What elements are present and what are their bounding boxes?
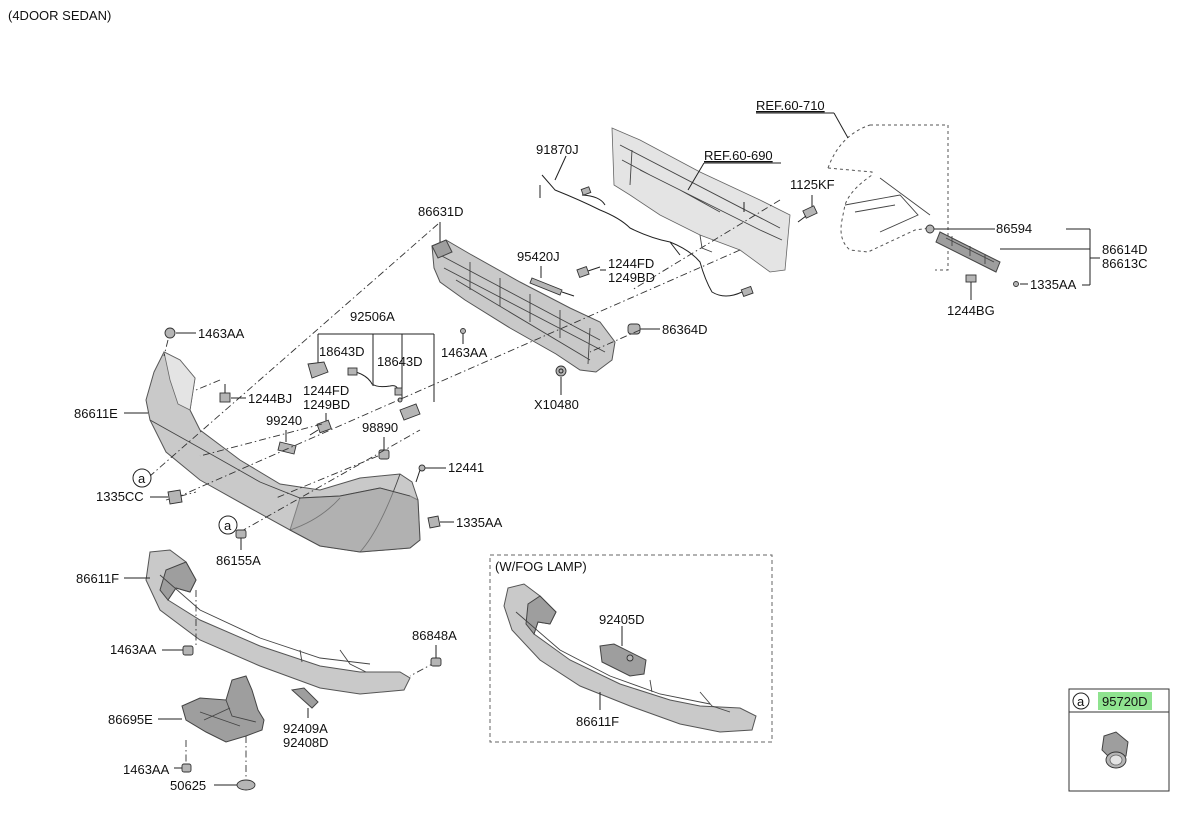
label-99240[interactable]: 99240 bbox=[266, 413, 302, 428]
quarter-panel-outline bbox=[827, 124, 949, 271]
label-91870J[interactable]: 91870J bbox=[536, 142, 579, 157]
label-1463AA-lower[interactable]: 1463AA bbox=[123, 762, 170, 777]
label-1463AA-skirt[interactable]: 1463AA bbox=[110, 642, 157, 657]
label-86611F-main[interactable]: 86611F bbox=[76, 571, 119, 586]
label-1335AA-upper[interactable]: 1335AA bbox=[1030, 277, 1077, 292]
lower-skirt-86611F bbox=[145, 549, 411, 695]
clip-98890 bbox=[378, 449, 390, 460]
label-86364D[interactable]: 86364D bbox=[662, 322, 708, 337]
ref-60-710-label[interactable]: REF.60-710 bbox=[756, 98, 825, 113]
screw-12441 bbox=[415, 464, 426, 483]
label-86631D[interactable]: 86631D bbox=[418, 204, 464, 219]
label-86611E[interactable]: 86611E bbox=[74, 406, 118, 421]
label-18643D-right[interactable]: 18643D bbox=[377, 354, 423, 369]
ref-60-690-label[interactable]: REF.60-690 bbox=[704, 148, 773, 163]
label-86594[interactable]: 86594 bbox=[996, 221, 1032, 236]
label-86611F-fog[interactable]: 86611F bbox=[576, 714, 619, 729]
clip-1463AA-skirt bbox=[182, 645, 194, 656]
label-18643D-left[interactable]: 18643D bbox=[319, 344, 365, 359]
clip-50625 bbox=[236, 779, 256, 791]
undercover-86695E bbox=[181, 675, 265, 743]
clip-1335CC bbox=[167, 489, 183, 505]
label-86848A[interactable]: 86848A bbox=[412, 628, 457, 643]
svg-text:a: a bbox=[1077, 694, 1085, 709]
parking-sensor-95720D bbox=[1101, 731, 1129, 769]
legend-part-number[interactable]: 95720D bbox=[1102, 694, 1148, 709]
label-1249BD-upper[interactable]: 1249BD bbox=[608, 270, 655, 285]
label-98890[interactable]: 98890 bbox=[362, 420, 398, 435]
fog-lamp-variant-box bbox=[489, 554, 773, 743]
label-50625[interactable]: 50625 bbox=[170, 778, 206, 793]
fog-lamp-92405D bbox=[599, 643, 647, 677]
label-86614D[interactable]: 86614D bbox=[1102, 242, 1148, 257]
clip-86155A bbox=[235, 529, 247, 550]
label-86695E[interactable]: 86695E bbox=[108, 712, 153, 727]
label-86155A[interactable]: 86155A bbox=[216, 553, 261, 568]
bracket-95420J bbox=[529, 277, 575, 297]
nut-X10480 bbox=[555, 365, 567, 377]
quarter-panel-detail bbox=[844, 177, 931, 233]
label-1335AA-lower[interactable]: 1335AA bbox=[456, 515, 503, 530]
lower-skirt-86611F-fog bbox=[503, 583, 757, 733]
diagram-title: (4DOOR SEDAN) bbox=[8, 8, 111, 23]
clip-1335AA-lower bbox=[427, 515, 441, 529]
clip-86594 bbox=[925, 224, 935, 234]
bolt-1244BJ bbox=[219, 384, 231, 403]
wiring-harness-91870J bbox=[539, 174, 743, 297]
screw-1335AA-upper bbox=[1013, 281, 1019, 287]
bracket-86614D bbox=[935, 231, 1001, 273]
label-1463AA-beam[interactable]: 1463AA bbox=[441, 345, 488, 360]
bolt-1244FD-lower bbox=[309, 419, 332, 436]
clip-1463AA-top bbox=[164, 327, 176, 339]
label-1244BG[interactable]: 1244BG bbox=[947, 303, 995, 318]
wiring-harness-92506A bbox=[347, 367, 403, 396]
label-1125KF[interactable]: 1125KF bbox=[790, 177, 835, 192]
sensor-18643D-left bbox=[307, 361, 329, 379]
svg-text:a: a bbox=[224, 518, 232, 533]
legend-callout-a: a bbox=[1072, 692, 1090, 710]
sensor-18643D-right bbox=[397, 397, 421, 421]
label-X10480[interactable]: X10480 bbox=[534, 397, 579, 412]
label-1244FD-upper[interactable]: 1244FD bbox=[608, 256, 654, 271]
legend-part-highlight bbox=[1098, 692, 1152, 710]
bracket-99240 bbox=[277, 441, 297, 455]
bolt-1125KF bbox=[797, 205, 818, 223]
label-92408D[interactable]: 92408D bbox=[283, 735, 329, 750]
label-1249BD-lower[interactable]: 1249BD bbox=[303, 397, 350, 412]
bumper-cover-86611E bbox=[145, 351, 421, 553]
label-1244BJ[interactable]: 1244BJ bbox=[248, 391, 292, 406]
label-92409A[interactable]: 92409A bbox=[283, 721, 328, 736]
callout-a-lower[interactable]: a bbox=[218, 515, 238, 535]
label-92405D[interactable]: 92405D bbox=[599, 612, 645, 627]
clip-1463AA-lower bbox=[181, 763, 192, 773]
bumper-beam-86631D bbox=[431, 239, 616, 373]
svg-text:a: a bbox=[138, 471, 146, 486]
label-95420J[interactable]: 95420J bbox=[517, 249, 560, 264]
callout-a-upper[interactable]: a bbox=[132, 468, 152, 488]
reflector-92409A bbox=[290, 687, 319, 709]
label-12441[interactable]: 12441 bbox=[448, 460, 484, 475]
label-86613C[interactable]: 86613C bbox=[1102, 256, 1148, 271]
bolt-1244FD-upper bbox=[576, 265, 601, 279]
clip-86848A bbox=[430, 657, 442, 667]
label-1244FD-lower[interactable]: 1244FD bbox=[303, 383, 349, 398]
label-92506A[interactable]: 92506A bbox=[350, 309, 395, 324]
label-1463AA-top[interactable]: 1463AA bbox=[198, 326, 245, 341]
label-1335CC[interactable]: 1335CC bbox=[96, 489, 144, 504]
clip-1463AA-beam bbox=[460, 328, 466, 334]
bolt-1244BG bbox=[965, 274, 977, 292]
back-panel-detail bbox=[619, 144, 783, 253]
fog-lamp-box-title: (W/FOG LAMP) bbox=[495, 559, 587, 574]
